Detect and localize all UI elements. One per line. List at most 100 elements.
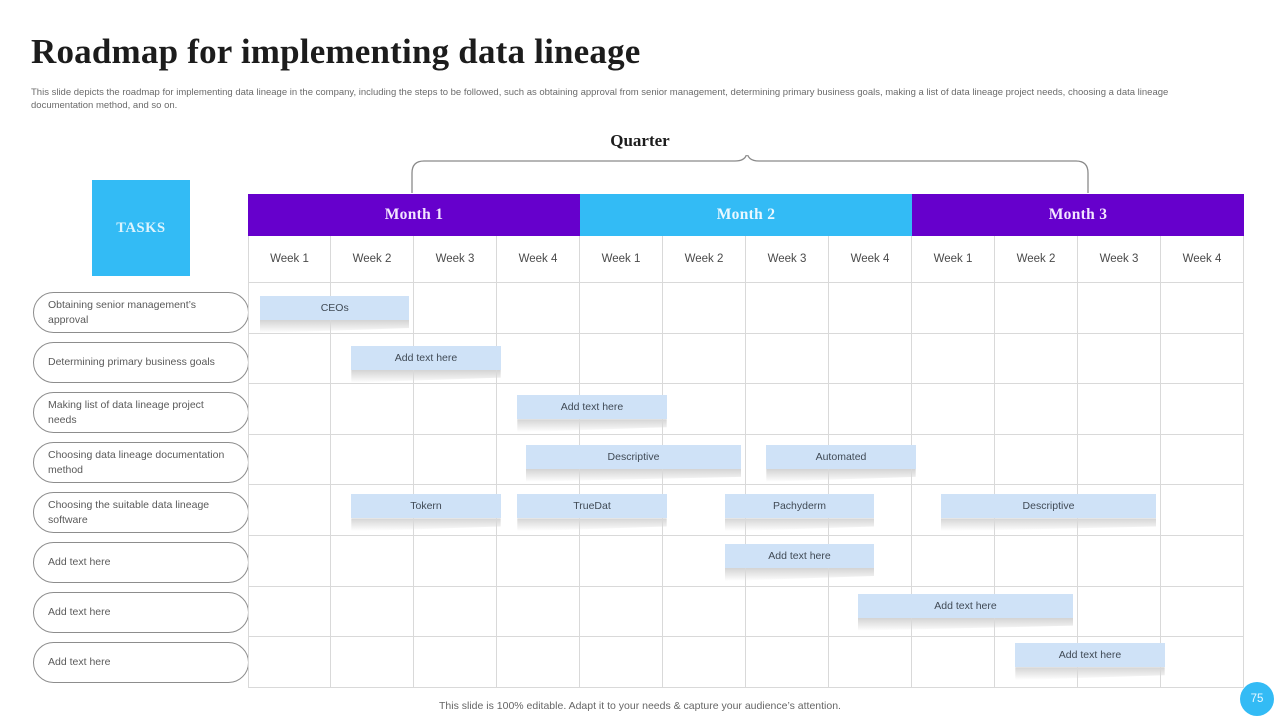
timeline-cell[interactable] [995, 434, 1078, 485]
task-pill[interactable]: Making list of data lineage project need… [33, 392, 249, 433]
timeline-cell[interactable] [829, 384, 912, 434]
gantt-bar[interactable]: Automated [766, 444, 916, 482]
month-header-cell[interactable]: Month 3 [912, 194, 1244, 236]
timeline-cell[interactable] [912, 434, 995, 485]
timeline-cell[interactable] [497, 333, 580, 384]
gantt-bar[interactable]: Descriptive [525, 444, 742, 482]
timeline-cell[interactable] [580, 586, 663, 637]
gantt-bar[interactable]: Add text here [857, 593, 1074, 631]
timeline-cell[interactable] [1078, 485, 1161, 535]
timeline-cell[interactable] [331, 535, 414, 586]
timeline-cell[interactable] [248, 535, 331, 586]
timeline-cell[interactable] [248, 485, 331, 535]
timeline-cell[interactable] [663, 586, 746, 637]
timeline-cell[interactable] [331, 434, 414, 485]
timeline-cell[interactable] [1078, 283, 1161, 333]
timeline-cell[interactable] [331, 586, 414, 637]
month-header-cell[interactable]: Month 1 [248, 194, 580, 236]
timeline-cell[interactable] [1161, 333, 1244, 384]
week-header-cell[interactable]: Week 1 [912, 236, 995, 282]
timeline-cell[interactable] [912, 283, 995, 333]
timeline-cell[interactable] [414, 384, 497, 434]
week-header-cell[interactable]: Week 2 [995, 236, 1078, 282]
week-header-cell[interactable]: Week 3 [414, 236, 497, 282]
timeline-cell[interactable] [248, 434, 331, 485]
timeline-cell[interactable] [663, 637, 746, 687]
gantt-bar[interactable]: Tokern [351, 494, 501, 532]
timeline-cell[interactable] [414, 586, 497, 637]
week-header-cell[interactable]: Week 4 [1161, 236, 1244, 282]
timeline-cell[interactable] [746, 283, 829, 333]
timeline-cell[interactable] [1078, 535, 1161, 586]
timeline-cell[interactable] [497, 586, 580, 637]
timeline-cell[interactable] [580, 283, 663, 333]
timeline-cell[interactable] [746, 384, 829, 434]
timeline-cell[interactable] [912, 384, 995, 434]
week-header-cell[interactable]: Week 3 [746, 236, 829, 282]
week-header-cell[interactable]: Week 1 [580, 236, 663, 282]
timeline-cell[interactable] [580, 535, 663, 586]
gantt-bar[interactable]: CEOs [260, 296, 410, 333]
timeline-cell[interactable] [829, 485, 912, 535]
task-pill[interactable]: Add text here [33, 642, 249, 683]
task-pill[interactable]: Obtaining senior management’s approval [33, 292, 249, 333]
timeline-cell[interactable] [331, 283, 414, 333]
task-pill[interactable]: Determining primary business goals [33, 342, 249, 383]
timeline-cell[interactable] [1078, 434, 1161, 485]
timeline-cell[interactable] [663, 434, 746, 485]
timeline-cell[interactable] [746, 333, 829, 384]
timeline-cell[interactable] [1161, 637, 1244, 687]
timeline-cell[interactable] [1161, 485, 1244, 535]
timeline-cell[interactable] [414, 283, 497, 333]
gantt-bar[interactable]: Add text here [724, 544, 875, 581]
timeline-cell[interactable] [995, 283, 1078, 333]
timeline-cell[interactable] [497, 535, 580, 586]
task-pill[interactable]: Choosing the suitable data lineage softw… [33, 492, 249, 533]
task-pill[interactable]: Add text here [33, 592, 249, 633]
timeline-cell[interactable] [912, 637, 995, 687]
timeline-cell[interactable] [995, 535, 1078, 586]
gantt-bar[interactable]: Pachyderm [724, 494, 875, 532]
timeline-cell[interactable] [580, 637, 663, 687]
week-header-cell[interactable]: Week 1 [248, 236, 331, 282]
timeline-cell[interactable] [248, 637, 331, 687]
week-header-cell[interactable]: Week 3 [1078, 236, 1161, 282]
timeline-cell[interactable] [663, 333, 746, 384]
timeline-cell[interactable] [414, 434, 497, 485]
timeline-cell[interactable] [248, 384, 331, 434]
timeline-cell[interactable] [663, 283, 746, 333]
timeline-cell[interactable] [1161, 535, 1244, 586]
timeline-cell[interactable] [1078, 384, 1161, 434]
timeline-cell[interactable] [995, 333, 1078, 384]
timeline-cell[interactable] [829, 535, 912, 586]
timeline-cell[interactable] [497, 283, 580, 333]
timeline-cell[interactable] [1078, 586, 1161, 637]
timeline-cell[interactable] [995, 384, 1078, 434]
timeline-cell[interactable] [1161, 283, 1244, 333]
week-header-cell[interactable]: Week 4 [829, 236, 912, 282]
timeline-cell[interactable] [1161, 384, 1244, 434]
gantt-bar[interactable]: Descriptive [940, 494, 1157, 532]
timeline-cell[interactable] [580, 333, 663, 384]
gantt-bar[interactable]: Add text here [1015, 643, 1165, 681]
task-pill[interactable]: Add text here [33, 542, 249, 583]
gantt-bar[interactable]: Add text here [351, 345, 501, 383]
timeline-cell[interactable] [663, 384, 746, 434]
timeline-cell[interactable] [829, 333, 912, 384]
timeline-cell[interactable] [829, 637, 912, 687]
month-header-cell[interactable]: Month 2 [580, 194, 912, 236]
week-header-cell[interactable]: Week 4 [497, 236, 580, 282]
timeline-cell[interactable] [912, 535, 995, 586]
timeline-cell[interactable] [1161, 586, 1244, 637]
timeline-cell[interactable] [331, 637, 414, 687]
week-header-cell[interactable]: Week 2 [663, 236, 746, 282]
timeline-cell[interactable] [248, 586, 331, 637]
timeline-cell[interactable] [829, 283, 912, 333]
timeline-cell[interactable] [912, 333, 995, 384]
gantt-bar[interactable]: TrueDat [517, 494, 667, 532]
timeline-cell[interactable] [414, 535, 497, 586]
timeline-cell[interactable] [248, 333, 331, 384]
timeline-cell[interactable] [414, 637, 497, 687]
timeline-cell[interactable] [1078, 333, 1161, 384]
timeline-cell[interactable] [746, 586, 829, 637]
